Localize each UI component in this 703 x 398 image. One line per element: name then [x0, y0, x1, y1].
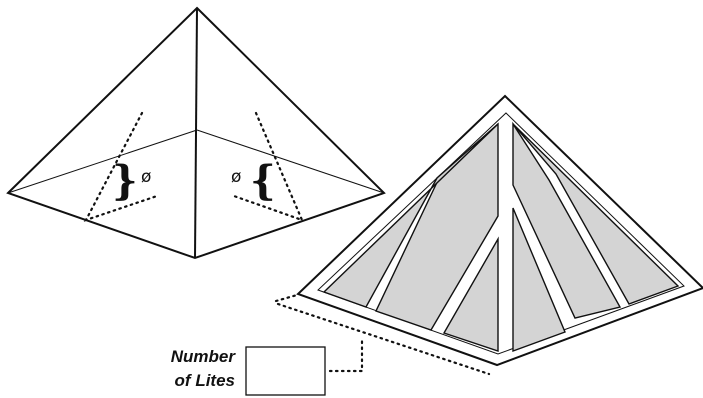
pyramid-back-ridge-right — [196, 129, 385, 194]
skylight-frame — [296, 94, 703, 367]
right-angle-symbol: ø — [231, 167, 241, 187]
glass-lite-right-2 — [512, 121, 622, 319]
pyramid-skylight — [296, 94, 703, 367]
glass-lite-left-2 — [322, 123, 499, 308]
number-of-lites-input[interactable] — [245, 346, 326, 396]
lites-label-line1: Number — [171, 347, 237, 366]
glass-lite-left-3 — [442, 236, 499, 352]
left-angle-symbol: ø — [141, 167, 151, 187]
right-angle-guide — [232, 111, 305, 222]
pyramid-back-ridge-left — [7, 129, 198, 194]
left-angle-guide — [83, 111, 159, 222]
left-angle-brace: } — [112, 157, 138, 204]
lites-label-line2: of Lites — [175, 371, 235, 390]
skylight-inner-frame — [317, 112, 685, 355]
glass-lite-right-1 — [512, 123, 680, 305]
pyramid-wireframe: } ø { ø — [6, 6, 386, 260]
glass-lite-right-3 — [512, 207, 566, 353]
lites-callout-leader — [274, 293, 491, 376]
pyramid-front-ridge — [194, 7, 198, 259]
right-angle-brace: { — [250, 157, 276, 204]
